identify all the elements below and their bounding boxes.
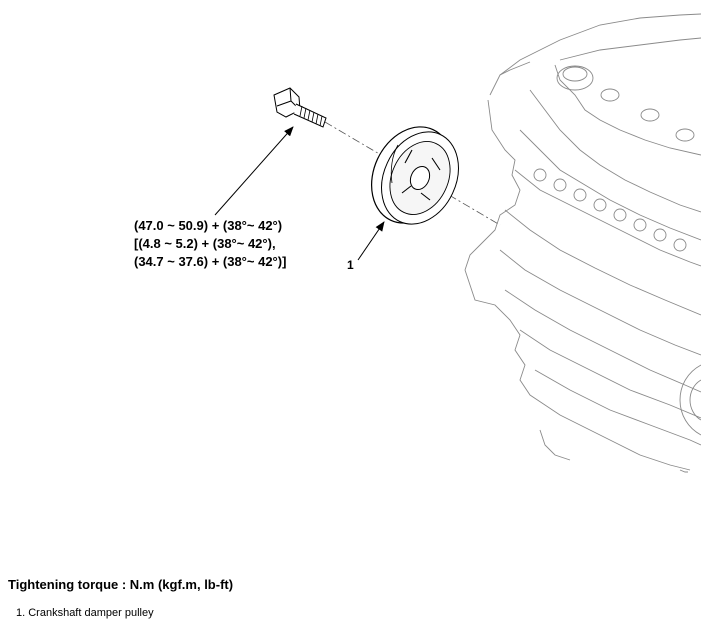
- bolt-leader-arrow: [214, 126, 294, 216]
- tightening-torque-heading: Tightening torque : N.m (kgf.m, lb-ft): [8, 577, 234, 592]
- torque-spec-line-3: (34.7 ~ 37.6) + (38°~ 42°)]: [134, 254, 287, 269]
- torque-spec-line-1: (47.0 ~ 50.9) + (38°~ 42°): [134, 218, 283, 233]
- callout-number: 1: [347, 258, 354, 272]
- crankshaft-pulley-illustration: [370, 126, 459, 225]
- engine-block-illustration: [464, 13, 701, 473]
- pulley-leader-arrow: [357, 221, 385, 261]
- engine-diagram: [214, 13, 701, 473]
- legend-item: 1. Crankshaft damper pulley: [16, 607, 154, 619]
- torque-spec-line-2: [(4.8 ~ 5.2) + (38°~ 42°),: [134, 236, 276, 251]
- bolt-illustration: [273, 87, 327, 128]
